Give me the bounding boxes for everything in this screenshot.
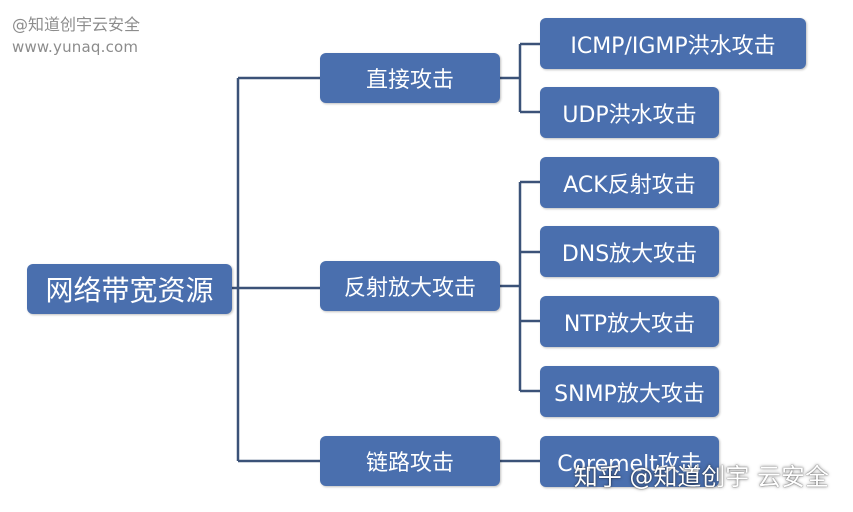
leaf-node: SNMP放大攻击 xyxy=(540,366,719,417)
leaf-label: NTP放大攻击 xyxy=(563,311,696,337)
leaf-label: ICMP/IGMP洪水攻击 xyxy=(570,33,776,59)
branch-node-link-attack: 链路攻击 xyxy=(320,436,500,486)
watermark-top: @知道创宇云安全 www.yunaq.com xyxy=(12,14,140,58)
leaf-label: SNMP放大攻击 xyxy=(554,381,705,407)
leaf-label: Coremelt攻击 xyxy=(557,451,702,477)
leaf-node: Coremelt攻击 xyxy=(540,436,719,487)
branch-label: 链路攻击 xyxy=(365,451,454,476)
watermark-handle: @知道创宇云安全 xyxy=(12,15,141,34)
branch-label: 反射放大攻击 xyxy=(343,276,476,301)
connector-branch-1 xyxy=(500,42,540,114)
leaf-node: DNS放大攻击 xyxy=(540,226,719,277)
branch-node-reflection-amplification: 反射放大攻击 xyxy=(320,261,500,311)
branch-label: 直接攻击 xyxy=(365,68,454,93)
leaf-node: UDP洪水攻击 xyxy=(540,87,719,138)
connector-root-trunk xyxy=(232,76,320,463)
leaf-node: ACK反射攻击 xyxy=(540,157,719,208)
root-node: 网络带宽资源 xyxy=(27,264,232,314)
watermark-url: www.yunaq.com xyxy=(12,38,139,56)
leaf-node: ICMP/IGMP洪水攻击 xyxy=(540,18,806,69)
watermark-bottom: 知乎 @知道创宇 云安全 xyxy=(573,463,829,491)
leaf-node: NTP放大攻击 xyxy=(540,296,719,347)
leaf-label: DNS放大攻击 xyxy=(561,241,698,267)
root-label: 网络带宽资源 xyxy=(45,274,214,307)
leaf-label: UDP洪水攻击 xyxy=(562,102,697,128)
leaf-label: ACK反射攻击 xyxy=(563,172,696,198)
branch-node-direct-attack: 直接攻击 xyxy=(320,53,500,103)
connector-branch-2 xyxy=(500,180,540,393)
